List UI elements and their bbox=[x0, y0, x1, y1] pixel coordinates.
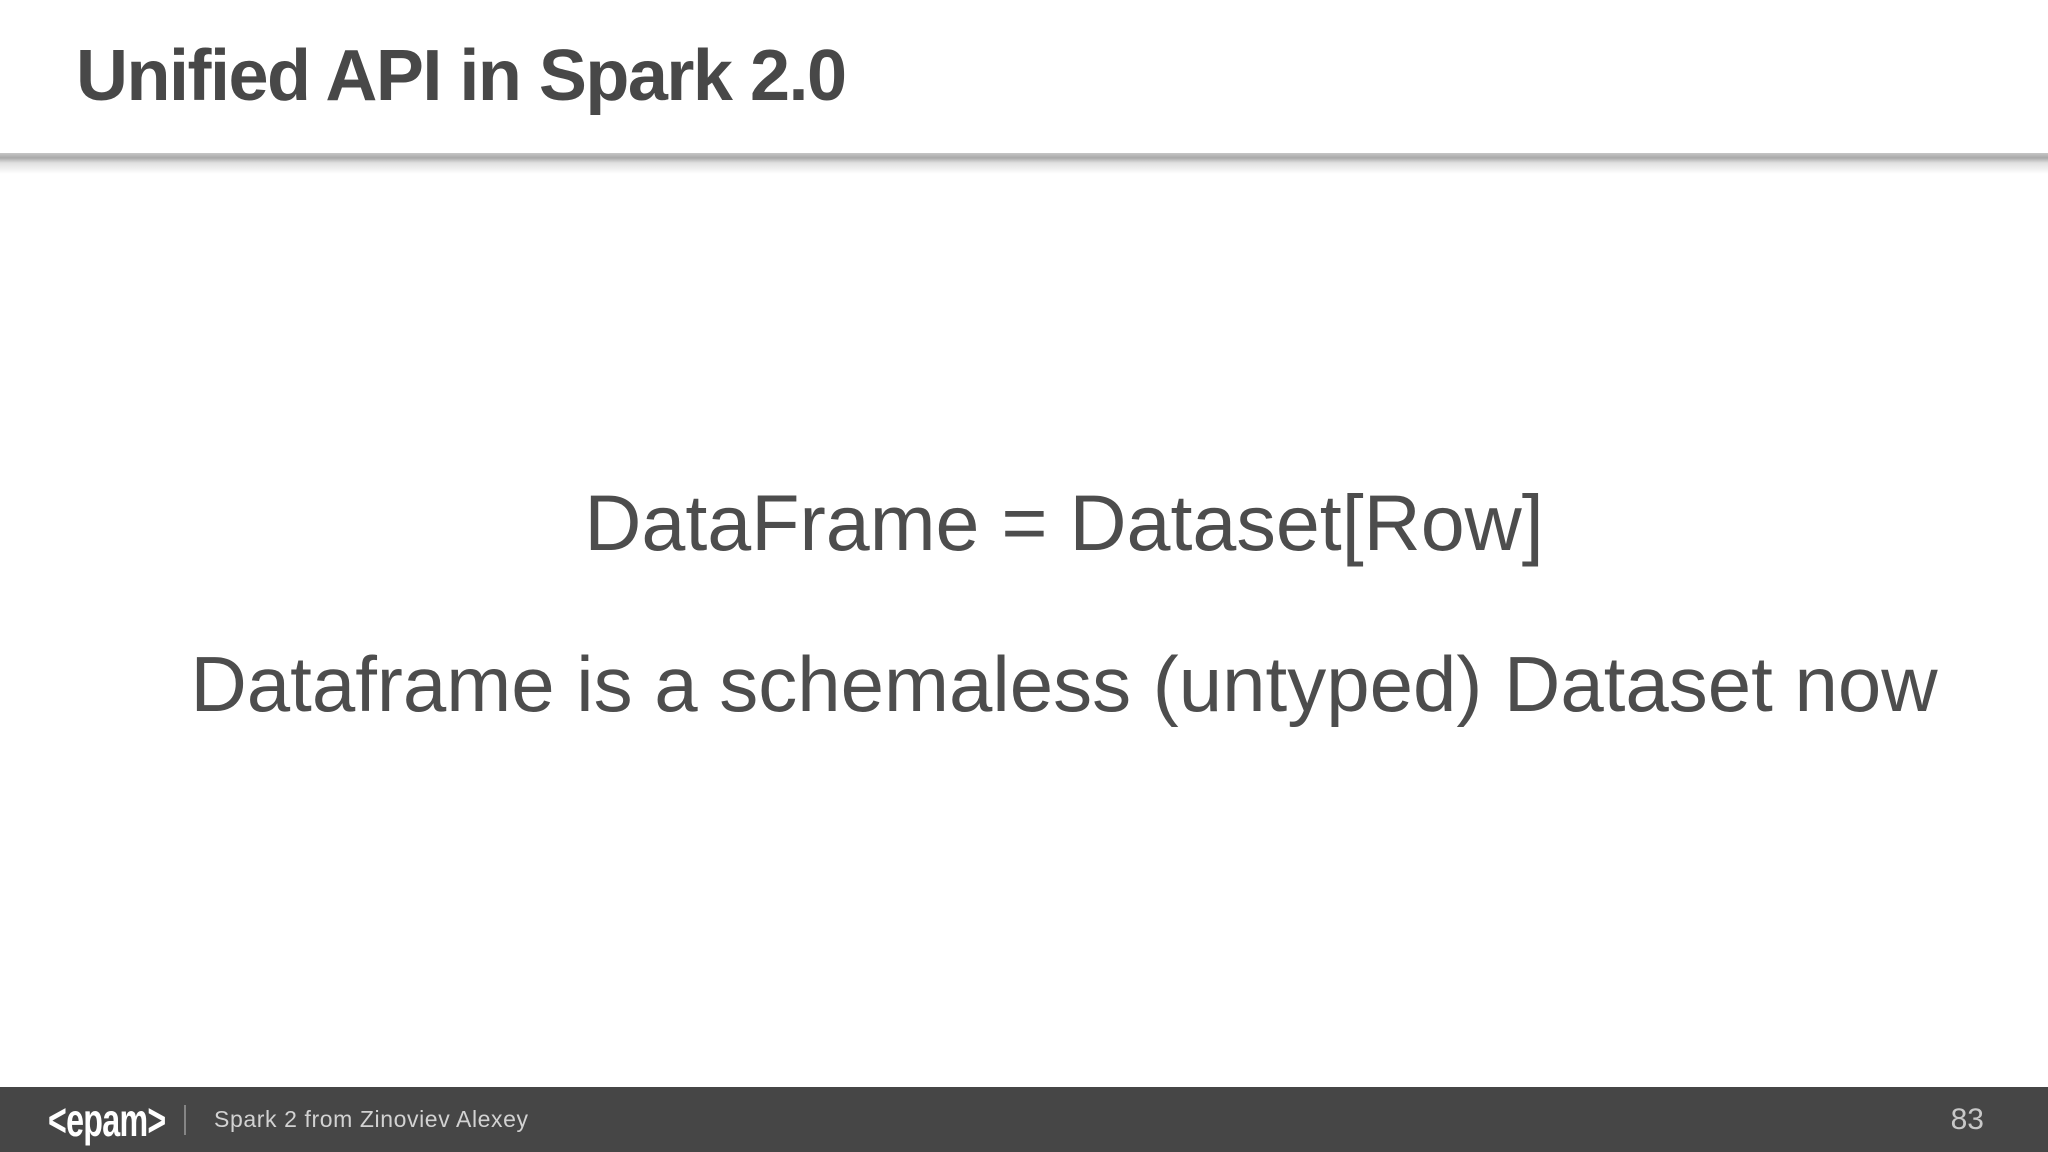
epam-logo: <epam> bbox=[48, 1093, 166, 1146]
title-divider bbox=[0, 153, 2048, 175]
statement-text: DataFrame = Dataset[Row] bbox=[584, 478, 1544, 567]
footer-credit: Spark 2 from Zinoviev Alexey bbox=[214, 1106, 529, 1132]
slide-title: Unified API in Spark 2.0 bbox=[76, 36, 847, 116]
slide-body: DataFrame = Dataset[Row] Dataframe is a … bbox=[80, 0, 2048, 1152]
footer-separator bbox=[184, 1104, 186, 1135]
footer-bar: <epam> Spark 2 from Zinoviev Alexey 83 bbox=[0, 1087, 2048, 1152]
page-number: 83 bbox=[1950, 1102, 1984, 1136]
epam-logo-container: <epam> bbox=[48, 1087, 168, 1152]
description-text: Dataframe is a schemaless (untyped) Data… bbox=[190, 640, 1938, 728]
